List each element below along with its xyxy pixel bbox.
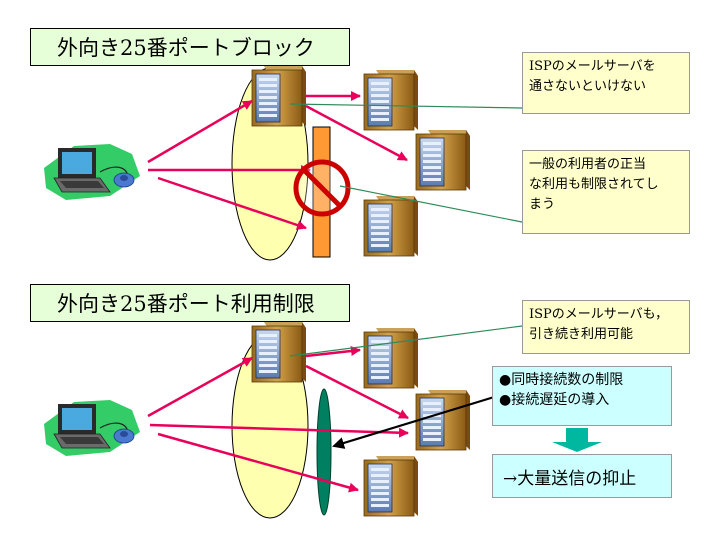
arrow-isp-relay-2 — [305, 104, 408, 162]
result-box: →大量送信の抑止 — [492, 454, 672, 498]
leader-line-isp — [289, 103, 523, 109]
arrow-isp-relay-3 — [305, 346, 361, 358]
limits-box: ●同時接続数の制限 ●接続遅延の導入 — [492, 366, 672, 426]
note-line: 引き続き利用可能 — [529, 327, 634, 342]
limit-item: ●接続遅延の導入 — [499, 392, 610, 408]
note-line: ISPのメールサーバを — [529, 59, 656, 74]
rate-limit-filter — [316, 388, 332, 516]
section-title-limit: 外向き25番ポート利用制限 — [30, 284, 350, 322]
note-isp-must-pass: ISPのメールサーバを 通さないといけない — [522, 52, 690, 114]
leader-line-general — [339, 185, 523, 223]
leader-line-isp-2 — [289, 325, 523, 357]
note-line: 一般の利用者の正当 — [529, 157, 647, 172]
arrow-to-isp-server-2 — [147, 356, 253, 418]
section-title-block: 外向き25番ポートブロック — [30, 28, 350, 66]
server-icon — [251, 322, 306, 383]
server-icon — [415, 130, 470, 191]
server-icon — [363, 196, 418, 257]
server-icon — [363, 456, 418, 517]
firewall-block — [312, 126, 331, 258]
arrow-to-isp-server — [147, 99, 253, 164]
result-text: →大量送信の抑止 — [503, 468, 637, 489]
note-line: まう — [529, 197, 556, 212]
note-line: 通さないといけない — [529, 79, 647, 94]
prohibit-icon — [293, 159, 351, 217]
server-icon — [363, 70, 418, 131]
arrow-isp-relay-4 — [305, 364, 409, 420]
section-title-limit-text: 外向き25番ポート利用制限 — [57, 292, 315, 316]
laptop-icon — [43, 399, 141, 457]
server-icon — [251, 66, 306, 127]
arrow-limited-direct — [149, 423, 409, 438]
arrow-limit-to-filter — [332, 392, 505, 449]
note-line: な利用も制限されてし — [529, 177, 659, 192]
arrow-blocked-lower — [157, 176, 307, 230]
section-title-block-text: 外向き25番ポートブロック — [57, 36, 315, 60]
note-line: ISPのメールサーバも， — [529, 307, 669, 322]
laptop-icon — [43, 143, 141, 201]
note-isp-still-usable: ISPのメールサーバも， 引き続き利用可能 — [522, 300, 690, 354]
note-general-users-restricted: 一般の利用者の正当 な利用も制限されてし まう — [522, 150, 690, 234]
down-arrow — [552, 428, 602, 452]
limit-item: ●同時接続数の制限 — [499, 372, 624, 388]
arrow-limited-lower — [157, 432, 359, 493]
server-icon — [363, 328, 418, 389]
server-icon — [415, 390, 470, 451]
